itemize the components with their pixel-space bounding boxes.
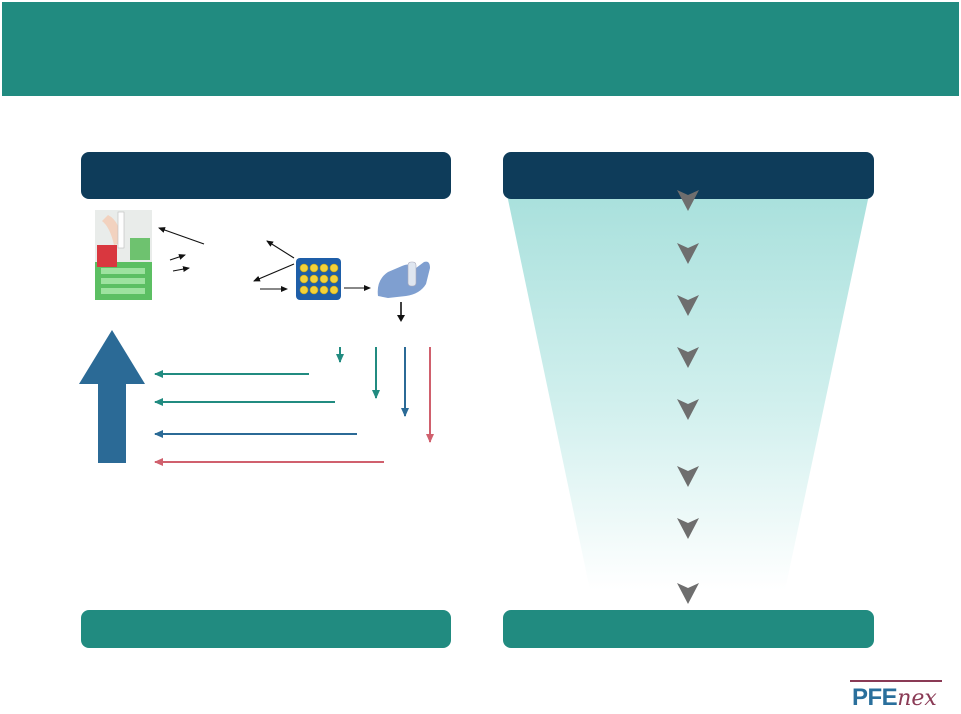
chevron-down-icon bbox=[677, 243, 699, 264]
chevron-down-icon bbox=[677, 399, 699, 420]
logo-wordmark: PFEnex bbox=[852, 684, 937, 713]
sample-plate-icon bbox=[296, 258, 341, 300]
header-band bbox=[2, 2, 959, 96]
process-links bbox=[158, 227, 371, 292]
sample-well bbox=[329, 285, 339, 295]
vial-down-arrow bbox=[397, 302, 405, 322]
gloved-hand-vial-icon bbox=[375, 258, 433, 300]
sample-well bbox=[319, 285, 329, 295]
left-panel-header bbox=[81, 152, 451, 199]
logo-italic-part: nex bbox=[897, 686, 937, 711]
right-panel-footer bbox=[503, 610, 874, 648]
funnel-steps bbox=[677, 190, 699, 604]
logo-rule bbox=[850, 680, 942, 682]
sample-well bbox=[299, 263, 309, 273]
pfenex-logo: PFEnex bbox=[848, 678, 944, 714]
sample-well bbox=[319, 274, 329, 284]
logo-bold-part: PFE bbox=[852, 684, 898, 711]
chevron-down-icon bbox=[677, 583, 699, 604]
right-panel-header bbox=[503, 152, 874, 199]
chevron-down-icon bbox=[677, 347, 699, 368]
pipette-tube-rack-icon bbox=[95, 210, 152, 300]
sample-well bbox=[309, 274, 319, 284]
chevron-down-icon bbox=[677, 466, 699, 487]
sample-well bbox=[329, 274, 339, 284]
sample-well bbox=[299, 274, 309, 284]
sample-well bbox=[299, 285, 309, 295]
sample-well bbox=[329, 263, 339, 273]
chevron-down-icon bbox=[677, 518, 699, 539]
feedback-arrows bbox=[154, 370, 384, 466]
funnel-shape bbox=[506, 190, 870, 590]
up-arrow-icon bbox=[79, 330, 145, 463]
down-arrows bbox=[336, 347, 434, 443]
left-panel-footer bbox=[81, 610, 451, 648]
chevron-down-icon bbox=[677, 295, 699, 316]
sample-well bbox=[309, 285, 319, 295]
sample-well bbox=[319, 263, 329, 273]
chevron-down-icon bbox=[677, 190, 699, 211]
sample-well bbox=[309, 263, 319, 273]
